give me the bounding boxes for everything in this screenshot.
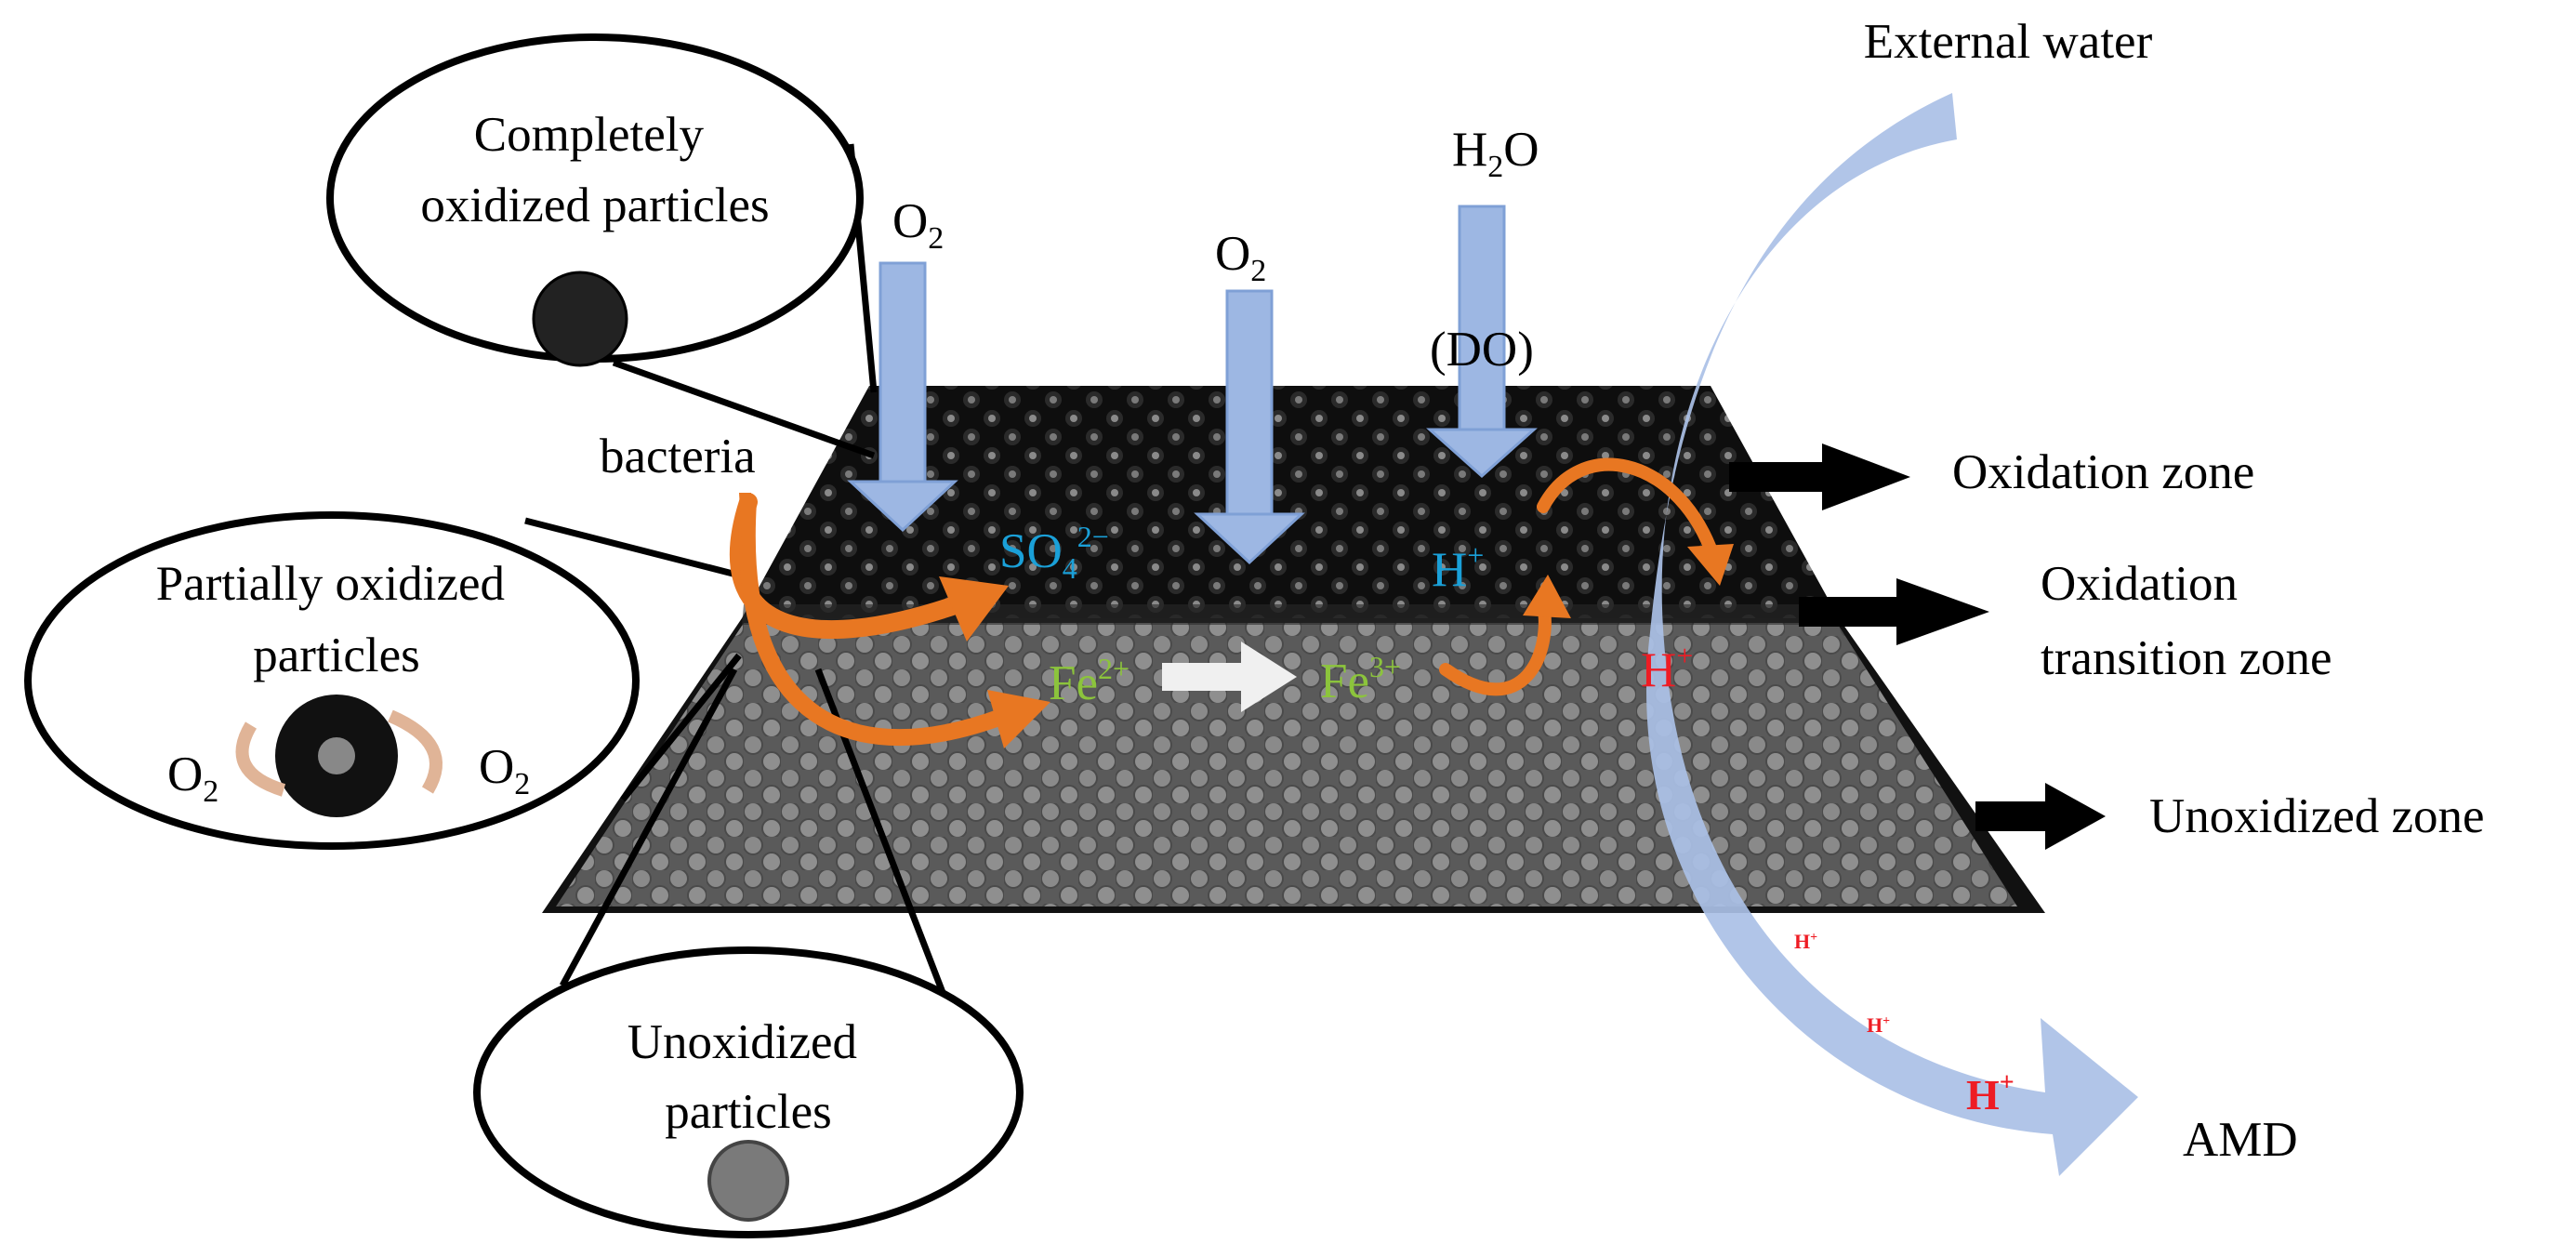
unoxidized-particles-label: Unoxidized particles bbox=[627, 1015, 870, 1139]
partially-oxidized-label: Partially oxidized particles bbox=[156, 557, 518, 682]
amd-label: AMD bbox=[2183, 1113, 2298, 1167]
unoxidized-zone-arrow bbox=[1975, 783, 2106, 850]
o2-label-1: O2 bbox=[892, 194, 944, 256]
bacteria-arrow-head-so4 bbox=[939, 576, 1009, 642]
o2-diffusion-arrow-right bbox=[388, 709, 443, 794]
hydrogen-ion-label-small-2: H+ bbox=[1867, 1013, 1890, 1037]
hydrogen-ion-label-amd: H+ bbox=[1966, 1068, 2015, 1118]
h-cycle-arrow bbox=[1537, 457, 1717, 555]
hydrogen-ion-label-transition: H+ bbox=[1641, 639, 1693, 697]
bacteria-arrow-to-fe2 bbox=[738, 494, 1012, 747]
bacteria-arrow-head-fe2 bbox=[987, 690, 1050, 748]
fe3-to-h-arrow-head bbox=[1523, 575, 1571, 618]
external-water-flow-arrow bbox=[1646, 93, 2138, 1176]
partially-oxidized-callout bbox=[24, 511, 640, 850]
h-cycle-arrow-head bbox=[1687, 544, 1734, 586]
transition-zone-label: Oxidation transition zone bbox=[2041, 557, 2332, 685]
completely-oxidized-particle-icon bbox=[532, 271, 628, 367]
fe-oxidation-arrow bbox=[1162, 642, 1297, 712]
o2-diffusion-arrow-left bbox=[235, 721, 286, 797]
o2-label-right: O2 bbox=[479, 740, 530, 801]
hydrogen-ion-label-small-1: H+ bbox=[1794, 930, 1817, 953]
unoxidized-zone-label: Unoxidized zone bbox=[2149, 789, 2485, 843]
do-label: (DO) bbox=[1430, 323, 1534, 377]
particle-core-icon bbox=[318, 737, 355, 774]
hydrogen-ion-label-oxidation-zone: H+ bbox=[1432, 538, 1484, 597]
o2-arrow-1 bbox=[847, 261, 958, 533]
transition-zone-arrow bbox=[1799, 578, 1989, 645]
oxidation-layer bbox=[742, 386, 1839, 618]
fe3-to-h-arrow bbox=[1439, 598, 1552, 696]
unoxidized-particles-callout bbox=[473, 946, 1024, 1238]
bacteria-label: bacteria bbox=[600, 430, 756, 483]
external-water-label: External water bbox=[1864, 15, 2153, 69]
ferric-iron-label: Fe3+ bbox=[1320, 650, 1401, 708]
o2-label-left: O2 bbox=[167, 748, 218, 809]
h2o-arrow bbox=[1426, 205, 1538, 479]
unoxidized-particle-icon bbox=[707, 1140, 789, 1222]
oxidation-zone-label: Oxidation zone bbox=[1952, 445, 2254, 499]
reaction-arrows bbox=[729, 457, 1717, 747]
ferrous-iron-label: Fe2+ bbox=[1049, 652, 1129, 710]
o2-arrow-2 bbox=[1194, 289, 1305, 565]
h2o-label: H2O bbox=[1452, 123, 1539, 184]
o2-label-2: O2 bbox=[1215, 227, 1266, 288]
bacteria-stem bbox=[739, 493, 755, 576]
oxidation-zone-arrow bbox=[1729, 443, 1910, 510]
sulfate-label: SO42− bbox=[999, 520, 1109, 585]
completely-oxidized-label: Completely oxidized particles bbox=[420, 108, 769, 232]
